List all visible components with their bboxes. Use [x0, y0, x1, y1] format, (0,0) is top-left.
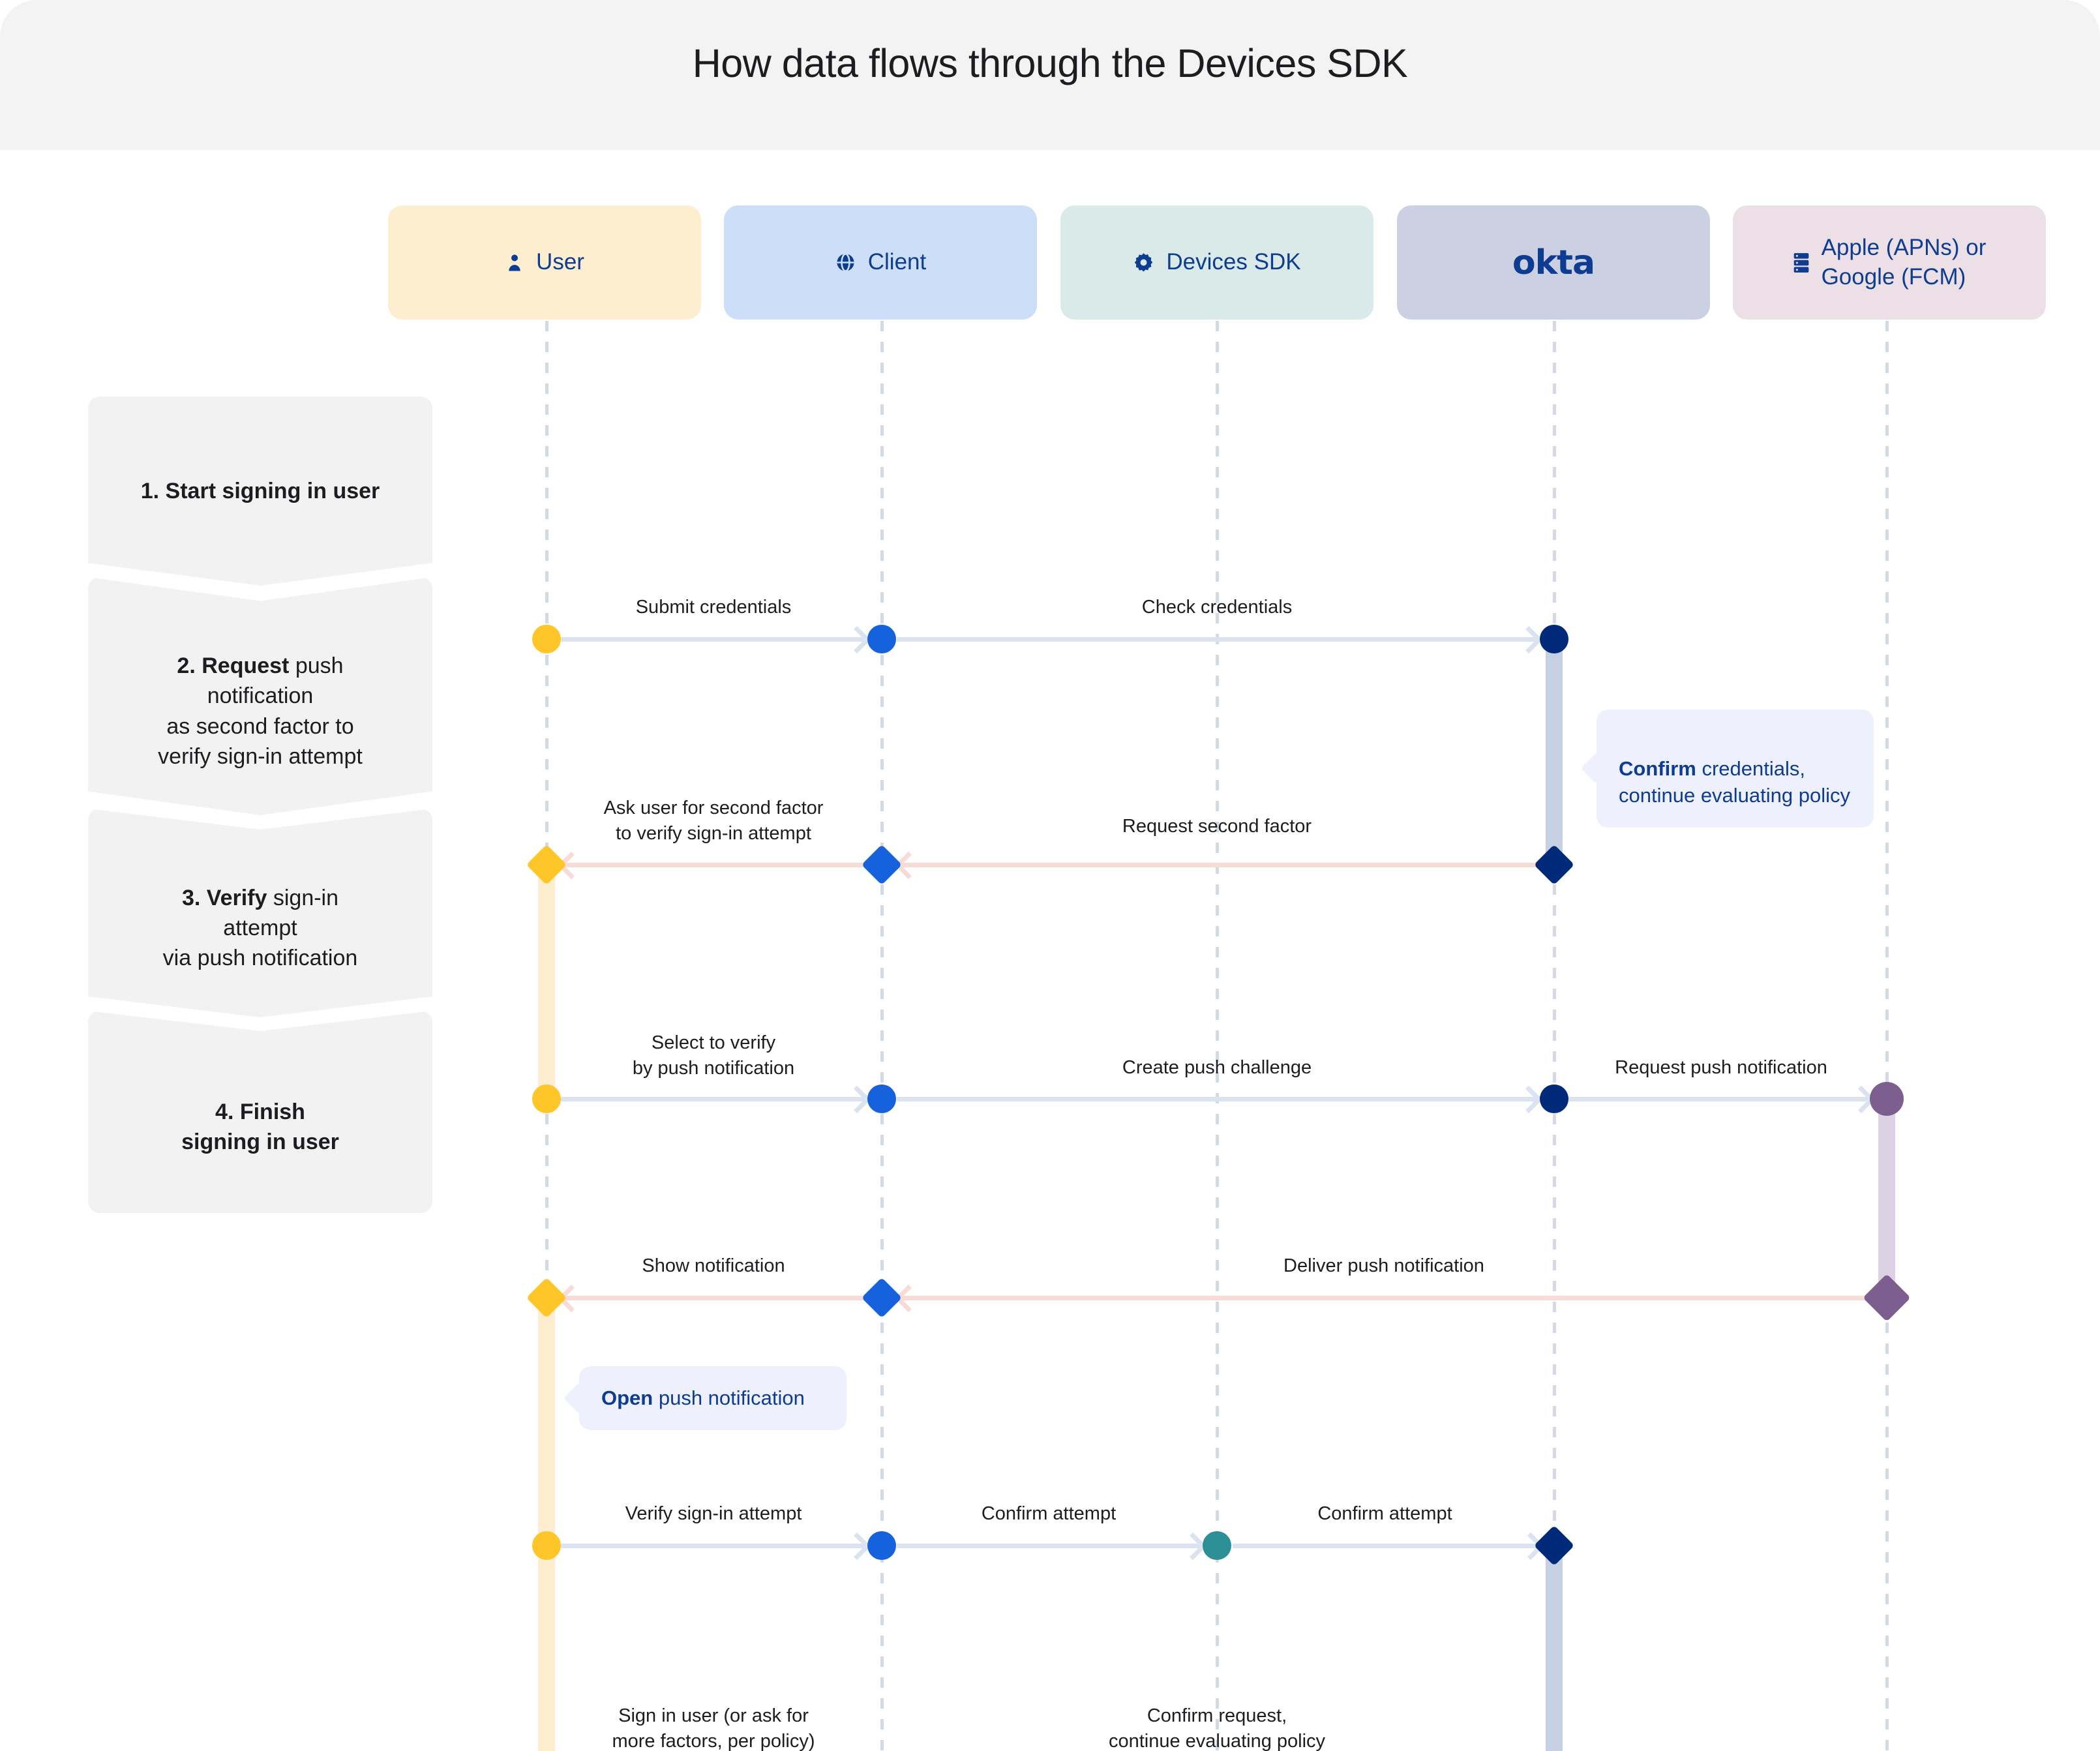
arrow-m2	[897, 625, 1543, 653]
node-user-r4	[526, 1277, 567, 1319]
message-label-m11: Confirm attempt	[981, 1503, 1117, 1524]
activation-user-2	[538, 1291, 555, 1546]
node-user-r3	[532, 1085, 561, 1113]
arrow-head-icon	[843, 1532, 871, 1560]
step-chevron-4: 4. Finish signing in user	[88, 1011, 432, 1213]
activation-push-1	[1878, 1099, 1895, 1298]
message-label-m14: Confirm request, continue evaluating pol…	[1108, 1705, 1326, 1751]
okta-logo: okta	[1512, 243, 1595, 282]
node-push-r4	[1863, 1274, 1911, 1322]
node-push-r3	[1870, 1082, 1904, 1116]
message-label-m4: Request second factor	[1122, 816, 1312, 837]
activation-user-1	[538, 858, 555, 1099]
arrow-m4	[894, 851, 1537, 879]
arrow-m3	[557, 851, 867, 879]
node-client-r5	[867, 1531, 896, 1560]
actor-label-client: Client	[867, 249, 927, 275]
node-okta-r2	[1533, 844, 1575, 886]
actor-box-client[interactable]: Client	[724, 205, 1037, 320]
node-client-r3	[867, 1085, 896, 1113]
activation-okta-1	[1546, 639, 1563, 864]
step-label-3: 3. Verify sign-in attempt via push notif…	[162, 885, 358, 971]
arrow-m8	[557, 1284, 867, 1312]
node-okta-r5	[1533, 1525, 1575, 1566]
activation-okta-2	[1546, 1539, 1563, 1751]
message-label-m7: Request push notification	[1615, 1057, 1827, 1078]
node-user-r1	[532, 625, 561, 653]
message-label-m9: Deliver push notification	[1283, 1255, 1484, 1276]
server-icon	[1793, 252, 1810, 274]
lifeline-push	[1885, 321, 1889, 1751]
node-okta-r1	[1540, 625, 1568, 653]
node-client-r4	[861, 1277, 903, 1319]
gear-icon	[1133, 252, 1154, 273]
actor-box-push-provider[interactable]: Apple (APNs) or Google (FCM)	[1733, 205, 2046, 320]
step-label-4: 4. Finish signing in user	[181, 1099, 339, 1155]
step-label-1: 1. Start signing in user	[140, 478, 380, 503]
step-chevron-2: 2. Request push notification as second f…	[88, 577, 432, 815]
step-chevron-3: 3. Verify sign-in attempt via push notif…	[88, 809, 432, 1017]
actor-label-devices-sdk: Devices SDK	[1166, 249, 1301, 275]
globe-icon	[835, 252, 856, 273]
step-chevron-1: 1. Start signing in user	[88, 397, 432, 586]
arrow-m10	[561, 1532, 871, 1560]
actor-box-okta[interactable]: okta	[1397, 205, 1710, 320]
message-label-m5: Select to verify by push notification	[632, 1032, 795, 1079]
lifeline-devices-sdk	[1216, 321, 1219, 1751]
page-title: How data flows through the Devices SDK	[692, 41, 1408, 85]
arrow-m7	[1568, 1085, 1876, 1113]
node-client-r1	[867, 625, 896, 653]
callout-confirm-credentials: Confirm credentials, continue evaluating…	[1597, 710, 1874, 828]
arrow-head-icon	[843, 625, 871, 653]
step-label-2: 2. Request push notification as second f…	[158, 653, 363, 769]
message-label-m6: Create push challenge	[1122, 1057, 1312, 1078]
callout-open-push-notification: Open push notification	[579, 1366, 847, 1430]
message-label-m13: Sign in user (or ask for more factors, p…	[612, 1705, 815, 1751]
node-okta-r3	[1540, 1085, 1568, 1113]
arrow-m6	[897, 1085, 1543, 1113]
person-icon	[505, 252, 524, 274]
message-label-m10: Verify sign-in attempt	[625, 1503, 802, 1524]
lifeline-okta	[1553, 321, 1556, 1751]
arrow-m12	[1233, 1532, 1545, 1560]
actor-box-devices-sdk[interactable]: Devices SDK	[1060, 205, 1373, 320]
header-band	[0, 0, 2100, 150]
message-label-m1: Submit credentials	[635, 597, 792, 618]
arrow-m5	[561, 1085, 871, 1113]
arrow-head-icon	[1514, 1085, 1543, 1113]
node-client-r2	[861, 844, 903, 886]
node-user-r2	[526, 844, 567, 886]
node-devices-sdk-r5	[1203, 1531, 1231, 1560]
message-label-m2: Check credentials	[1141, 597, 1293, 618]
arrow-m11	[897, 1532, 1207, 1560]
actor-box-user[interactable]: User	[388, 205, 701, 320]
actor-label-push-provider: Apple (APNs) or Google (FCM)	[1821, 234, 1987, 290]
arrow-head-icon	[843, 1085, 871, 1113]
node-user-r5	[532, 1531, 561, 1560]
activation-user-3	[538, 1546, 555, 1751]
lifeline-client	[880, 321, 884, 1751]
message-label-m8: Show notification	[642, 1255, 785, 1276]
message-label-m12: Confirm attempt	[1317, 1503, 1452, 1524]
arrow-m1	[561, 625, 871, 653]
actor-label-user: User	[536, 249, 584, 275]
arrow-head-icon	[1514, 625, 1543, 653]
message-label-m3: Ask user for second factor to verify sig…	[603, 798, 824, 844]
sequence-diagram-stage: User Client Devices SDK okta	[0, 150, 2100, 1751]
arrow-m9	[894, 1284, 1873, 1312]
